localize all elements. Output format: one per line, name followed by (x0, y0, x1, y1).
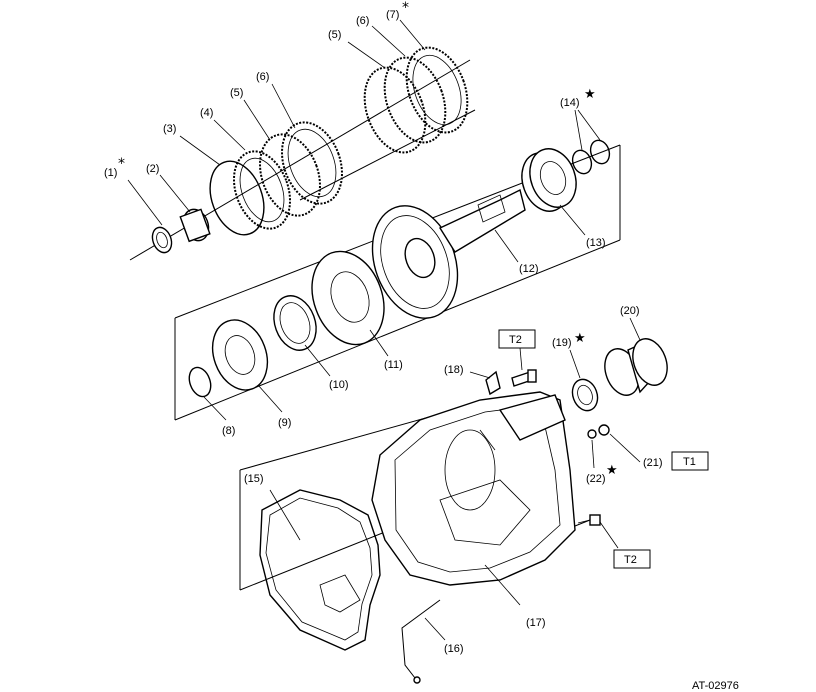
part-5-6-plates-lower (243, 83, 343, 217)
part-9-retainer (211, 319, 283, 413)
callout-labels: (1) * (2) (3) (4) (5) (6) (5) (6) (7) * … (104, 0, 663, 655)
callout-7: (7) (386, 9, 399, 21)
callout-19: (19) (552, 337, 572, 349)
callout-20: (20) (620, 305, 640, 317)
svg-text:T2: T2 (624, 554, 637, 566)
callout-2: (2) (146, 163, 159, 175)
callout-5a: (5) (230, 87, 243, 99)
callout-8: (8) (222, 425, 235, 437)
part-8-snap-ring (188, 366, 227, 421)
bolt-t2-lower (577, 514, 619, 549)
part-11-piston (311, 250, 389, 357)
svg-text:T1: T1 (683, 456, 696, 468)
part-14-seal-rings (571, 109, 611, 175)
callout-9: (9) (278, 417, 291, 429)
callout-4: (4) (200, 107, 213, 119)
part-15-gasket (259, 489, 381, 651)
part-16-wire (401, 599, 446, 684)
torque-ref-t2-top: T2 (498, 329, 536, 349)
callout-14: (14) (560, 97, 580, 109)
callout-3: (3) (163, 123, 176, 135)
star-19: ★ (574, 331, 586, 346)
callout-16: (16) (444, 643, 464, 655)
part-18-gasket-and-bolt (469, 347, 537, 396)
part-13-ball-bearing (521, 148, 586, 236)
part-12-clutch-drum (371, 188, 526, 319)
star-14: ★ (584, 87, 596, 102)
part-1-washer (127, 179, 173, 254)
callout-1: (1) (104, 167, 117, 179)
part-19-oil-seal (569, 349, 599, 412)
part-5-6-7-plates-upper (347, 19, 469, 154)
callout-21: (21) (643, 457, 663, 469)
callout-18: (18) (444, 364, 464, 376)
star-22: ★ (606, 463, 618, 478)
part-17-extension-case (371, 391, 576, 606)
part-2-needle-bearing (159, 174, 211, 243)
svg-text:T2: T2 (509, 334, 522, 346)
part-20-bushing (604, 317, 668, 396)
callout-17: (17) (526, 617, 546, 629)
callout-12: (12) (519, 263, 539, 275)
callout-15: (15) (244, 473, 264, 485)
asterisk-1: * (118, 156, 125, 172)
part-10-seal (273, 295, 331, 377)
torque-ref-t2-bottom: T2 (613, 549, 651, 569)
callout-11: (11) (384, 359, 403, 371)
callout-6b: (6) (356, 15, 369, 27)
figure-id: AT-02976 (692, 680, 739, 692)
torque-ref-t1: T1 (671, 451, 709, 471)
callout-13: (13) (586, 237, 606, 249)
callout-6a: (6) (256, 71, 269, 83)
part-3-snap-ring (179, 135, 265, 236)
callout-5b: (5) (328, 29, 341, 41)
part-21-22-plug (587, 424, 641, 469)
part-4-retaining-plate (213, 119, 292, 230)
callout-22: (22) (586, 473, 606, 485)
callout-10: (10) (329, 379, 349, 391)
asterisk-7: * (402, 0, 409, 16)
